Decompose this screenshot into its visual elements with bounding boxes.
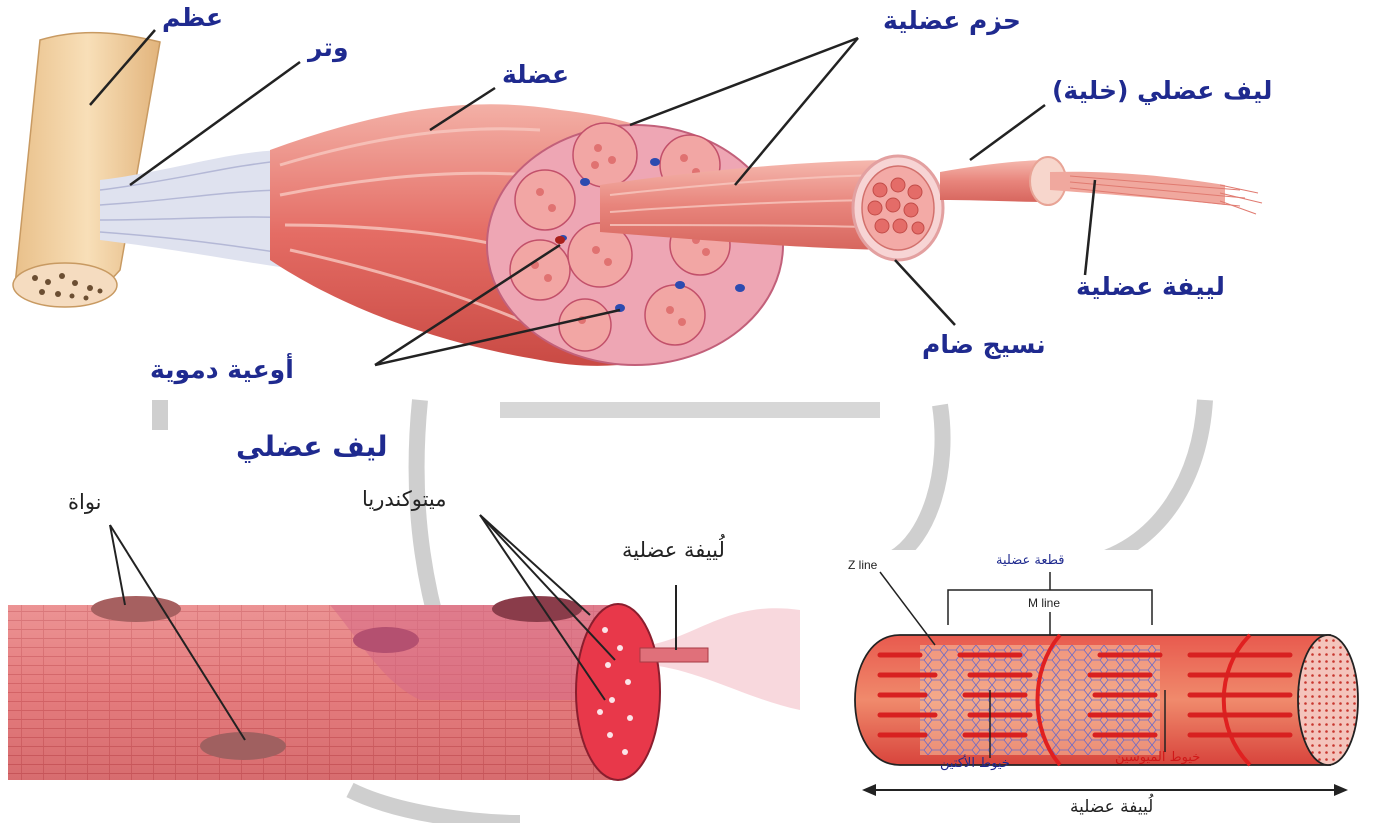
label-actin: خيوط الأكتين	[940, 756, 1010, 771]
label-sarcomere: قطعة عضلية	[996, 553, 1064, 568]
label-blood-vessels: أوعية دموية	[150, 355, 294, 384]
label-connective-tissue: نسيج ضام	[922, 330, 1046, 359]
label-muscle-fiber-cell: ليف عضلي (خلية)	[1052, 76, 1272, 105]
background-band	[500, 402, 880, 418]
label-myosin: خيوط الميوسين	[1115, 750, 1200, 765]
label-muscle: عضلة	[502, 60, 569, 89]
label-myofibril-top: لييفة عضلية	[1076, 272, 1225, 301]
muscle-fiber-cylinder	[8, 596, 800, 780]
label-nucleus: نواة	[68, 490, 102, 514]
label-muscle-fiber: ليف عضلي	[236, 430, 388, 463]
label-myofibril-mid: لُييفة عضلية	[622, 538, 725, 562]
label-fascicles: حزم عضلية	[883, 6, 1021, 35]
label-bone: عظم	[162, 3, 223, 32]
single-fiber	[940, 157, 1262, 214]
bone-shape	[13, 33, 160, 307]
label-tendon: وتر	[308, 33, 348, 62]
myofibril-cylinder	[855, 635, 1358, 765]
label-mitochondria: ميتوكندريا	[362, 487, 447, 511]
label-z-line: Z line	[848, 558, 877, 572]
label-myofibril-bottom: لُييفة عضلية	[1070, 797, 1153, 817]
label-m-line: M line	[1028, 596, 1060, 610]
